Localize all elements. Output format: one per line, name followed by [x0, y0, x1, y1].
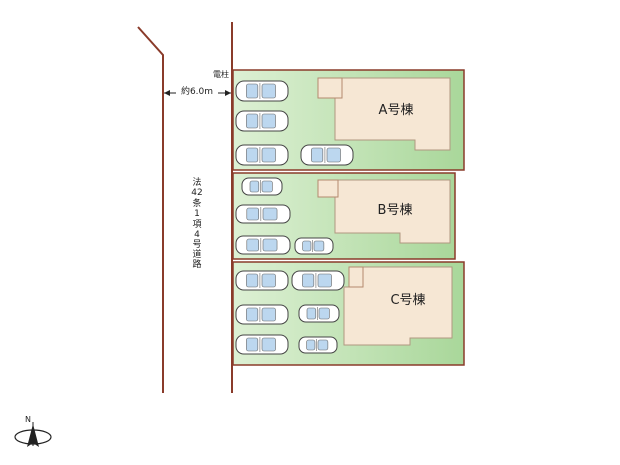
compass-icon: N	[14, 415, 52, 447]
car-icon	[294, 237, 334, 255]
road-edge-west	[137, 26, 164, 393]
utility-pole-label: 電柱	[213, 69, 229, 79]
building-a-label: A号棟	[379, 103, 414, 118]
car-icon	[235, 334, 289, 355]
svg-text:1: 1	[194, 209, 200, 219]
car-icon	[235, 144, 289, 166]
svg-text:法: 法	[192, 176, 201, 188]
road-width-label: 約6.0m	[181, 85, 213, 97]
building-c-label: C号棟	[390, 293, 425, 308]
car-icon	[235, 110, 289, 132]
car-icon	[298, 336, 338, 354]
car-icon	[235, 270, 289, 291]
road-type-label: 法 42 条 1 項 4 号 道 路	[191, 176, 202, 270]
car-icon	[300, 144, 354, 166]
car-icon	[235, 80, 289, 102]
svg-text:道: 道	[192, 248, 201, 260]
svg-text:42: 42	[191, 188, 202, 198]
svg-text:項: 項	[192, 219, 201, 230]
svg-text:号: 号	[192, 239, 201, 250]
building-b-porch	[317, 179, 339, 198]
building-b-label: B号棟	[378, 203, 413, 218]
car-icon	[235, 204, 291, 224]
dimension-arrow-left	[164, 90, 170, 96]
dimension-arrow-right	[225, 90, 231, 96]
car-icon	[291, 270, 345, 291]
car-icon	[235, 304, 289, 325]
compass-north-label: N	[25, 415, 31, 424]
car-icon	[235, 235, 291, 255]
svg-text:条: 条	[192, 197, 201, 209]
car-icon	[298, 304, 340, 323]
svg-text:4: 4	[194, 230, 200, 240]
building-c-porch	[348, 266, 364, 288]
svg-text:路: 路	[192, 258, 201, 270]
car-icon	[241, 177, 283, 196]
building-a-porch	[317, 77, 343, 99]
parking-cars	[235, 80, 354, 355]
